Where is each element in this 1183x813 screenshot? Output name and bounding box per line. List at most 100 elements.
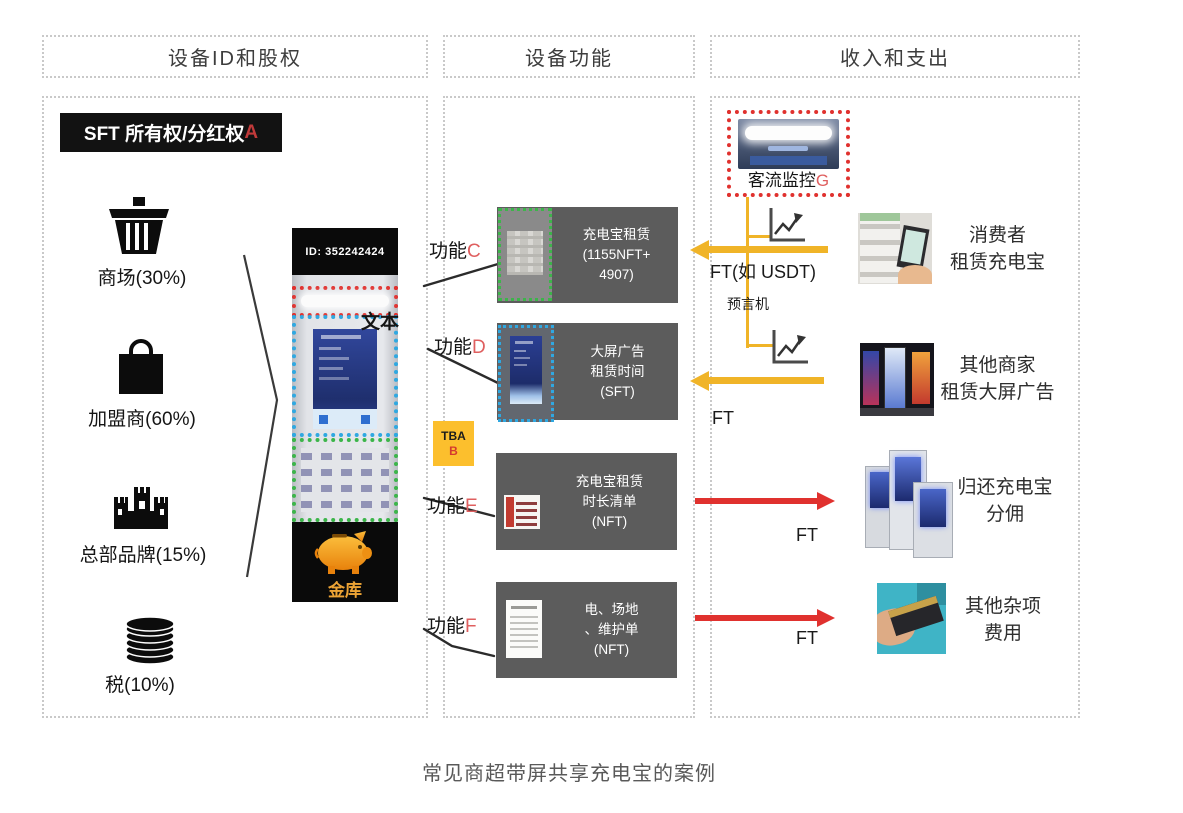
screen-row bbox=[319, 357, 349, 360]
photo-battery-edge bbox=[888, 595, 938, 619]
misc-label-line1: 其他杂项 bbox=[964, 596, 1041, 617]
tba-badge-line2: B bbox=[449, 443, 458, 458]
arrowhead-right bbox=[817, 492, 835, 510]
traffic-monitor-label-text: 客流监控 bbox=[747, 171, 816, 190]
ft-arrow-return-commission bbox=[695, 492, 835, 510]
traffic-monitor-marker: G bbox=[815, 171, 830, 190]
doc-lines bbox=[516, 498, 537, 526]
kiosk-slots-zone bbox=[292, 438, 398, 522]
column-header-equity-label: 设备ID和股权 bbox=[168, 48, 302, 70]
column-header-income: 收入和支出 bbox=[710, 35, 1080, 78]
function-box1-photo-frame bbox=[498, 208, 552, 301]
column-header-income-label: 收入和支出 bbox=[840, 48, 950, 70]
function-label-d-marker: D bbox=[472, 337, 486, 358]
oracle-flow-vline bbox=[746, 197, 749, 348]
tba-badge: TBA B bbox=[433, 421, 474, 466]
function-label-f: 功能F bbox=[427, 611, 477, 638]
basket-icon bbox=[109, 197, 169, 254]
line-chart-icon bbox=[772, 330, 808, 364]
doc-header-line bbox=[511, 606, 537, 609]
arrow-shaft bbox=[707, 246, 828, 253]
merchant-label: 其他商家 租赁大屏广告 bbox=[925, 352, 1070, 406]
sft-badge-text: SFT 所有权/分红权 bbox=[83, 124, 245, 145]
screen-chip bbox=[361, 415, 370, 424]
kiosk-screen bbox=[313, 329, 377, 429]
consumer-label-line1: 消费者 bbox=[968, 225, 1026, 246]
photo-floor bbox=[860, 408, 934, 416]
function-box1-line1: 充电宝租赁 bbox=[582, 227, 651, 242]
screen-chip bbox=[319, 415, 328, 424]
photo-row bbox=[514, 364, 527, 366]
equity-item-brand: 总部品牌(15%) bbox=[79, 545, 207, 566]
photo-ad-screen bbox=[884, 347, 906, 409]
function-box2-line3: (SFT) bbox=[600, 383, 635, 399]
kiosk-screen-zone bbox=[292, 315, 398, 437]
ft-ad-label: FT bbox=[712, 408, 734, 428]
misc-label: 其他杂项 费用 bbox=[948, 593, 1058, 647]
photo-kiosk-screen bbox=[870, 472, 892, 508]
doc-red-column bbox=[506, 497, 514, 527]
tba-badge-line1: TBA bbox=[441, 428, 466, 443]
function-box2-photo-frame bbox=[498, 325, 554, 422]
function-box2-photo bbox=[510, 336, 542, 404]
function-box4-line1: 电、场地 bbox=[584, 602, 639, 617]
function-box3-line2: 时长清单 bbox=[582, 493, 637, 509]
consumer-label: 消费者 租赁充电宝 bbox=[930, 222, 1065, 276]
oracle-flow-bend bbox=[749, 344, 773, 347]
ad-kiosks-photo bbox=[860, 343, 934, 416]
ft-misc-label: FT bbox=[796, 628, 818, 648]
function-box4-line2: 、维护单 bbox=[584, 622, 639, 637]
function-box2-line2: 租赁时间 bbox=[590, 363, 645, 379]
function-box1-photo bbox=[507, 231, 543, 275]
piggy-bank-icon bbox=[314, 531, 372, 574]
ft-arrow-consumer-payment bbox=[690, 240, 830, 260]
return-kiosks-photo bbox=[865, 450, 955, 560]
equity-item-mall: 商场(30%) bbox=[97, 268, 187, 289]
monitor-blue-bar bbox=[768, 146, 808, 151]
column-header-functions: 设备功能 bbox=[443, 35, 695, 78]
function-box3-doc-photo bbox=[504, 495, 540, 529]
photo-hand bbox=[898, 265, 932, 284]
traffic-monitor-box: 客流监控G bbox=[727, 110, 850, 197]
sft-badge-marker: A bbox=[244, 121, 259, 143]
monitor-light-strip bbox=[745, 126, 832, 140]
kiosk-vault: 金库 bbox=[292, 522, 398, 602]
ft-usdt-label: FT(如 USDT) bbox=[710, 262, 816, 282]
doc-lines bbox=[510, 614, 538, 648]
kiosk-text-annotation: 文本 bbox=[361, 312, 400, 333]
return-label-line2: 分佣 bbox=[985, 504, 1024, 525]
screen-row bbox=[319, 367, 343, 370]
arrowhead-left bbox=[690, 371, 709, 391]
return-label-line1: 归还充电宝 bbox=[957, 477, 1053, 498]
photo-row bbox=[514, 357, 530, 359]
function-label-f-prefix: 功能 bbox=[427, 616, 466, 637]
misc-label-line2: 费用 bbox=[983, 623, 1022, 644]
consumer-photo bbox=[858, 213, 932, 284]
oracle-flow-stub bbox=[749, 235, 771, 238]
function-label-d-prefix: 功能 bbox=[434, 337, 473, 358]
function-label-e: 功能E bbox=[427, 491, 478, 518]
screen-row bbox=[319, 347, 341, 350]
ft-arrow-misc-fees bbox=[695, 609, 835, 627]
merchant-label-line2: 租赁大屏广告 bbox=[940, 382, 1055, 403]
photo-machine-top bbox=[860, 213, 900, 221]
function-box-duration-list: 充电宝租赁 时长清单 (NFT) bbox=[496, 453, 677, 550]
function-label-e-prefix: 功能 bbox=[427, 496, 466, 517]
photo-ad-screen bbox=[912, 352, 930, 404]
photo-battery bbox=[888, 595, 944, 637]
kiosk-id-plate: ID: 352242424 bbox=[292, 228, 398, 275]
function-label-c: 功能C bbox=[429, 236, 481, 263]
oracle-label: 预言机 bbox=[727, 296, 769, 312]
photo-ad-screen bbox=[863, 351, 879, 405]
arrowhead-left bbox=[690, 240, 709, 260]
kiosk-image: ID: 352242424 bbox=[292, 228, 398, 602]
arrowhead-right bbox=[817, 609, 835, 627]
function-box1-line2: (1155NFT+ bbox=[582, 247, 651, 262]
equity-item-franchisee: 加盟商(60%) bbox=[88, 409, 196, 430]
photo-kiosk bbox=[913, 482, 953, 558]
screen-row bbox=[319, 377, 349, 380]
arrow-shaft bbox=[707, 377, 824, 384]
function-box2-line1: 大屏广告 bbox=[590, 343, 645, 359]
traffic-monitor-photo bbox=[738, 119, 839, 169]
